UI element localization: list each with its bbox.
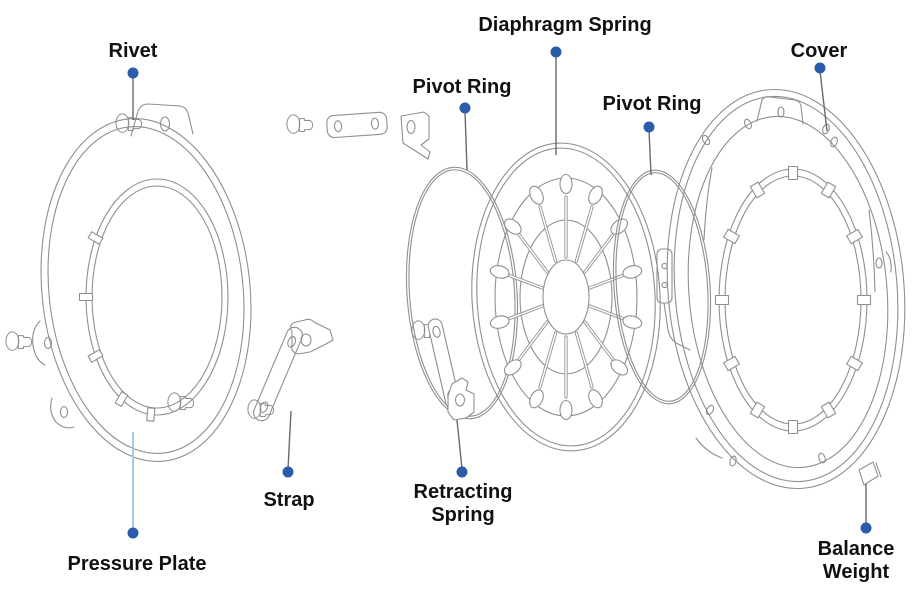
label-cover: Cover [790,40,848,62]
diaphragm-spring-drawing [471,142,661,452]
hotspot-cover[interactable] [814,62,826,74]
hotspot-retracting-spring[interactable] [456,466,468,478]
balance-weight-drawing [858,461,882,486]
hotspot-diaphragm-spring[interactable] [550,46,562,58]
label-rivet: Rivet [108,40,158,62]
label-pressure-plate: Pressure Plate [67,553,207,575]
cover-drawing [656,88,906,490]
cover-lug-holes [701,118,883,467]
cover-tabs [714,165,872,435]
rivet-drawing-top-plate [115,113,143,133]
rivet-drawing-mid [247,399,275,419]
strap-drawing-top [326,111,388,139]
rivet-drawing-far-left [5,331,33,351]
hotspot-pressure-plate[interactable] [127,527,139,539]
spring-paddles [489,173,643,421]
pressure-plate-drawing [32,103,252,462]
label-diaphragm-spring: Diaphragm Spring [478,14,652,36]
hotspot-balance-weight[interactable] [860,522,872,534]
retracting-spring-drawing [427,318,475,421]
hotspot-rivet[interactable] [127,67,139,79]
strap-drawing-diagonal [253,326,303,422]
cover-left-bracket [656,248,691,351]
leader-lines [132,55,867,530]
label-pivot-ring-right: Pivot Ring [602,93,702,115]
hotspot-pivot-ring-left[interactable] [459,102,471,114]
bracket-drawing-mid [290,318,334,355]
bracket-drawing-top [400,111,431,160]
label-pivot-ring-left: Pivot Ring [412,76,512,98]
hotspot-pivot-ring-right[interactable] [643,121,655,133]
pivot-ring-right-drawing [612,169,712,405]
label-retracting-spring: Retracting Spring [413,481,513,526]
label-strap: Strap [263,489,315,511]
pivot-ring-left-drawing [405,166,519,420]
hotspot-strap[interactable] [282,466,294,478]
label-balance-weight: Balance Weight [817,538,895,583]
rivet-drawing-top-middle [286,114,314,134]
